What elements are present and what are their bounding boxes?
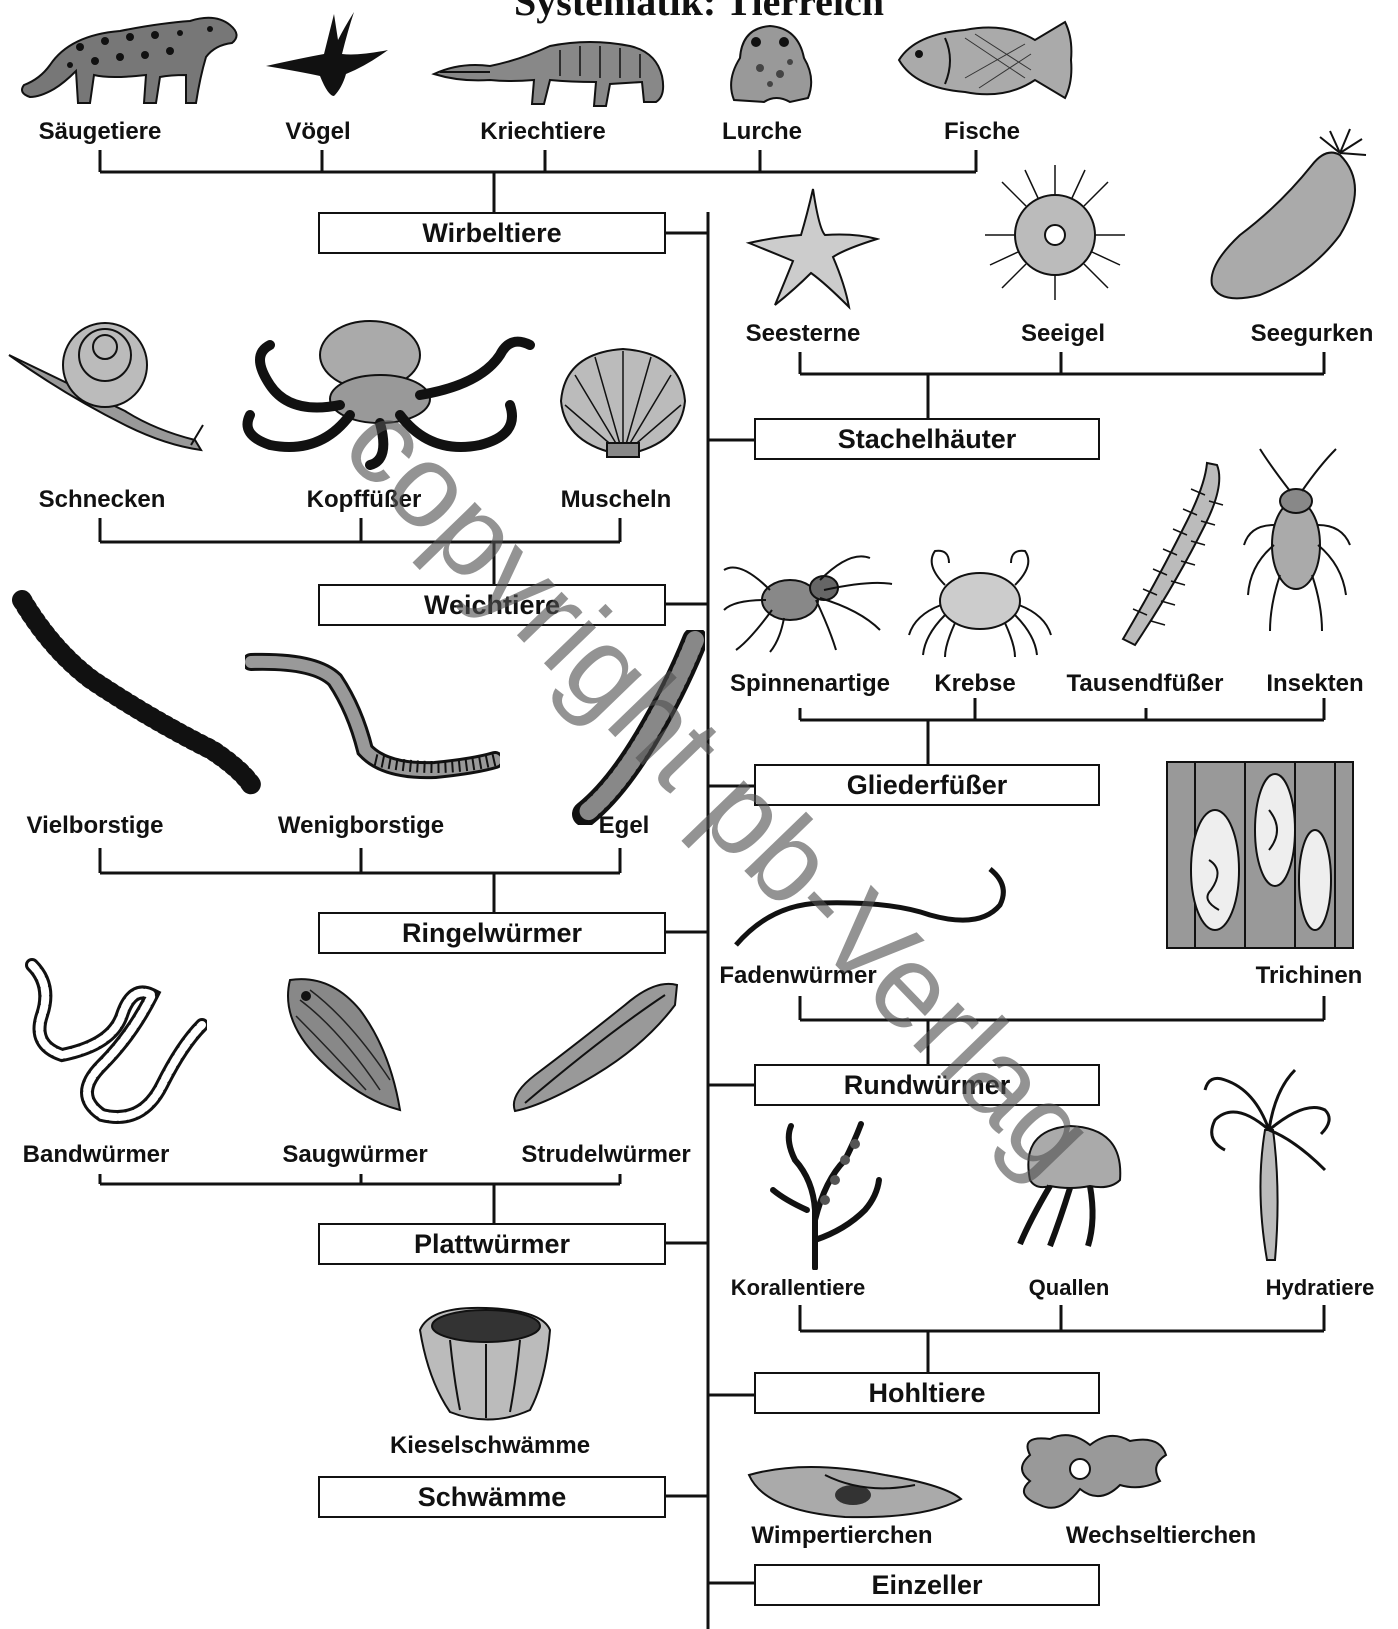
crocodile-icon — [430, 16, 670, 111]
label-trichinen: Trichinen — [1256, 964, 1363, 988]
roundworm-icon — [730, 865, 1020, 970]
cockroach-icon — [1240, 445, 1355, 635]
label-kieselschwaemme: Kieselschwämme — [390, 1434, 590, 1458]
label-strudelwuermer: Strudelwürmer — [521, 1143, 690, 1167]
label-saeugetiere: Säugetiere — [39, 120, 162, 144]
millipede-icon — [1105, 455, 1235, 655]
label-muscheln: Muscheln — [561, 488, 672, 512]
label-kriechtiere: Kriechtiere — [480, 120, 605, 144]
sponge-icon — [410, 1300, 560, 1430]
hydra-icon — [1195, 1060, 1340, 1265]
spider-icon — [720, 540, 895, 655]
label-saugwuermer: Saugwürmer — [282, 1143, 427, 1167]
crab-icon — [905, 545, 1055, 660]
label-quallen: Quallen — [1029, 1277, 1110, 1299]
label-spinnenartige: Spinnenartige — [730, 672, 890, 696]
jaguar-icon — [10, 5, 245, 110]
coral-icon — [765, 1120, 885, 1270]
swallow-icon — [262, 10, 392, 100]
label-insekten: Insekten — [1266, 672, 1363, 696]
label-vielborstige: Vielborstige — [27, 814, 164, 838]
group-box-rundwuermer: Rundwürmer — [754, 1064, 1100, 1106]
group-box-plattwuermer: Plattwürmer — [318, 1223, 666, 1265]
label-voegel: Vögel — [285, 120, 350, 144]
label-seeigel: Seeigel — [1021, 322, 1105, 346]
paramecium-icon — [745, 1455, 965, 1525]
label-seegurken: Seegurken — [1251, 322, 1374, 346]
label-hydratiere: Hydratiere — [1266, 1277, 1375, 1299]
fluke-icon — [270, 970, 410, 1120]
scallop-icon — [555, 345, 690, 460]
earthworm-icon — [245, 650, 500, 785]
fish-icon — [895, 8, 1095, 108]
trichina-icon — [1165, 760, 1355, 950]
tapeworm-icon — [12, 955, 207, 1135]
label-lurche: Lurche — [722, 120, 802, 144]
label-wenigborstige: Wenigborstige — [278, 814, 444, 838]
label-korallentiere: Korallentiere — [731, 1277, 866, 1299]
label-schnecken: Schnecken — [39, 488, 166, 512]
flatworm-icon — [505, 975, 685, 1120]
jellyfish-icon — [1000, 1120, 1140, 1250]
label-wechseltierchen: Wechseltierchen — [1066, 1524, 1256, 1548]
group-box-hohltiere: Hohltiere — [754, 1372, 1100, 1414]
group-box-weichtiere: Weichtiere — [318, 584, 666, 626]
octopus-icon — [230, 315, 540, 470]
sea-cucumber-icon — [1200, 125, 1380, 305]
label-wimpertierchen: Wimpertierchen — [751, 1524, 932, 1548]
label-bandwuermer: Bandwürmer — [23, 1143, 170, 1167]
group-box-gliederfuesser: Gliederfüßer — [754, 764, 1100, 806]
label-krebse: Krebse — [934, 672, 1015, 696]
starfish-icon — [745, 185, 880, 310]
group-box-stachelhaeuter: Stachelhäuter — [754, 418, 1100, 460]
sea-urchin-icon — [980, 160, 1130, 305]
group-box-einzeller: Einzeller — [754, 1564, 1100, 1606]
bristle-worm-icon — [12, 590, 262, 795]
label-tausendfuesser: Tausendfüßer — [1067, 672, 1224, 696]
amoeba-icon — [1010, 1425, 1175, 1525]
group-box-schwaemme: Schwämme — [318, 1476, 666, 1518]
toad-icon — [720, 18, 820, 108]
group-box-ringelwuermer: Ringelwürmer — [318, 912, 666, 954]
group-box-wirbeltiere: Wirbeltiere — [318, 212, 666, 254]
label-kopffuesser: Kopffüßer — [307, 488, 422, 512]
label-fische: Fische — [944, 120, 1020, 144]
snail-icon — [5, 315, 205, 470]
label-seesterne: Seesterne — [746, 322, 861, 346]
leech-icon — [555, 630, 705, 825]
